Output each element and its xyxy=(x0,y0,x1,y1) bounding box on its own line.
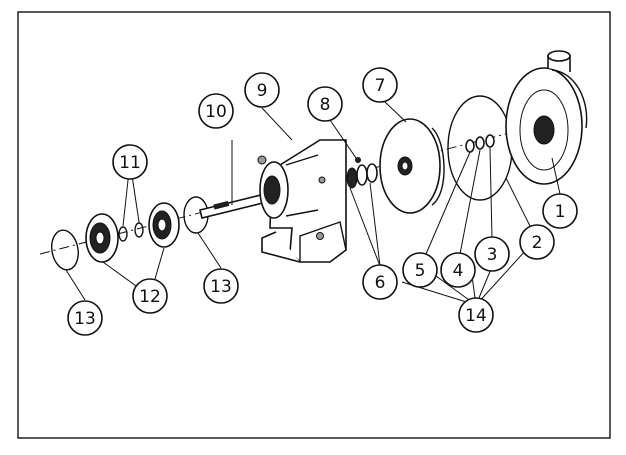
callout-2-label: 2 xyxy=(532,233,543,253)
callout-11: 11 xyxy=(112,144,148,180)
impeller xyxy=(379,118,445,214)
callout-1-label: 1 xyxy=(555,202,566,222)
callout-14-label: 14 xyxy=(465,306,487,326)
diagram-frame xyxy=(17,11,611,439)
pump-casing xyxy=(505,50,588,185)
callout-5-label: 5 xyxy=(415,261,426,281)
retaining-ring-left xyxy=(51,229,79,271)
callout-6: 6 xyxy=(362,264,398,300)
callout-14: 14 xyxy=(458,297,494,333)
callout-4: 4 xyxy=(440,252,476,288)
callout-11-label: 11 xyxy=(119,153,141,173)
callout-9: 9 xyxy=(244,72,280,108)
callout-7-label: 7 xyxy=(375,76,386,96)
callout-4-label: 4 xyxy=(453,261,464,281)
callout-3-label: 3 xyxy=(487,245,498,265)
callout-6-label: 6 xyxy=(375,273,386,293)
callout-13-right-label: 13 xyxy=(210,277,232,297)
callout-13-right: 13 xyxy=(203,268,239,304)
leader-lines xyxy=(65,101,561,306)
callout-8: 8 xyxy=(307,86,343,122)
bearing-right xyxy=(148,202,180,248)
seal-assembly xyxy=(346,157,378,189)
callout-12-label: 12 xyxy=(139,287,161,307)
callout-8-label: 8 xyxy=(320,95,331,115)
wear-rings xyxy=(465,134,495,153)
bearing-left xyxy=(85,213,119,263)
callout-12: 12 xyxy=(132,278,168,314)
callout-10-label: 10 xyxy=(205,102,227,122)
callout-7: 7 xyxy=(362,67,398,103)
callout-2: 2 xyxy=(519,224,555,260)
callout-3: 3 xyxy=(474,236,510,272)
callout-10: 10 xyxy=(198,93,234,129)
callout-9-label: 9 xyxy=(257,81,268,101)
spacer-rings xyxy=(118,222,144,242)
callout-1: 1 xyxy=(542,193,578,229)
callout-5: 5 xyxy=(402,252,438,288)
bearing-housing xyxy=(257,139,347,263)
callout-13-left-label: 13 xyxy=(74,309,96,329)
callout-13-left: 13 xyxy=(67,300,103,336)
